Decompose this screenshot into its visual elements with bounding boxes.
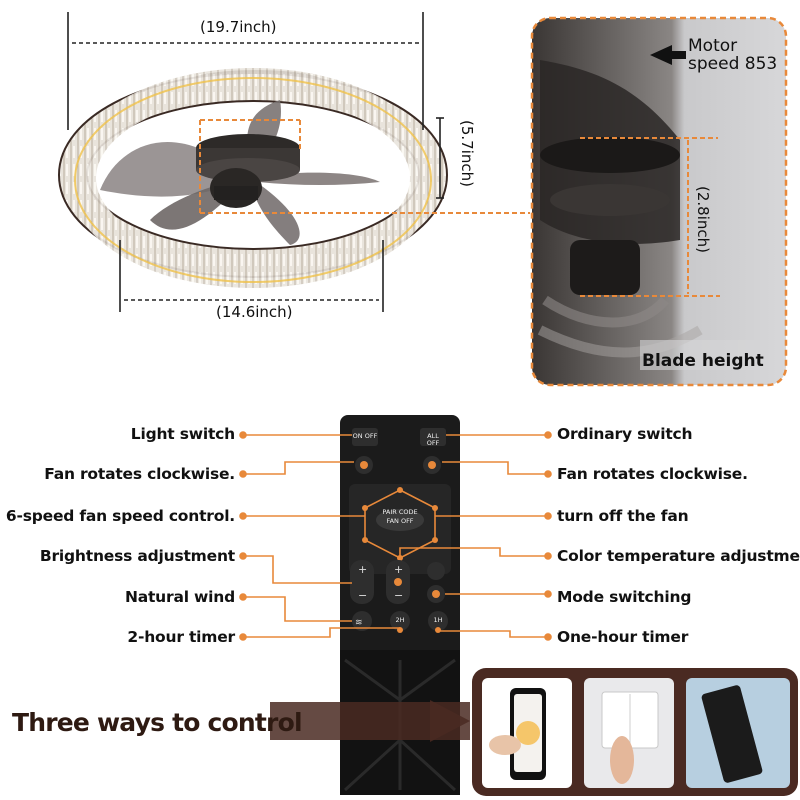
fan-off-button: FAN OFF [386,517,414,525]
svg-text:+: + [358,563,367,576]
two-hour-timer-label: 2-hour timer [127,628,235,646]
fan-clockwise-right-label: Fan rotates clockwise. [557,465,748,483]
turn-off-fan-label: turn off the fan [557,507,689,525]
ordinary-switch-label: Ordinary switch [557,425,693,443]
brightness-adjustment-label: Brightness adjustment [39,547,235,565]
on-off-button: ON OFF [352,432,378,440]
svg-text:+: + [394,563,403,576]
timer-1h-button: 1H [433,616,443,624]
mode-switching-label: Mode switching [557,588,692,606]
svg-text:−: − [394,589,403,602]
svg-text:−: − [358,589,367,602]
control-panel [270,668,798,796]
svg-text:≋: ≋ [355,618,363,628]
callout-lines [239,431,552,641]
blade-height-dimension: (2.8inch) [694,186,712,253]
motor-highlight [199,119,530,214]
motor-detail-inset [530,16,788,387]
three-ways-title: Three ways to control [12,708,303,737]
timer-2h-button: 2H [395,616,405,624]
outer-diameter-label: (19.7inch) [200,18,277,36]
all-off-button: ALL OFF [426,432,440,447]
motor-speed-label: Motor speed 853 [688,36,778,74]
light-switch-label: Light switch [130,425,235,443]
height-label: (5.7inch) [458,120,476,187]
inner-diameter-label: (14.6inch) [216,303,293,321]
fan-speed-control-label: 6-speed fan speed control. [5,507,235,525]
dimension-lines [67,12,444,312]
natural-wind-label: Natural wind [124,588,235,606]
pair-code-button: PAIR CODE [382,508,418,516]
color-temperature-label: Color temperature adjustment [557,547,800,565]
fan-clockwise-left-label: Fan rotates clockwise. [44,465,235,483]
one-hour-timer-label: One-hour timer [557,628,689,646]
ceiling-fan-image [58,68,448,288]
blade-height-label: Blade height [642,351,764,371]
